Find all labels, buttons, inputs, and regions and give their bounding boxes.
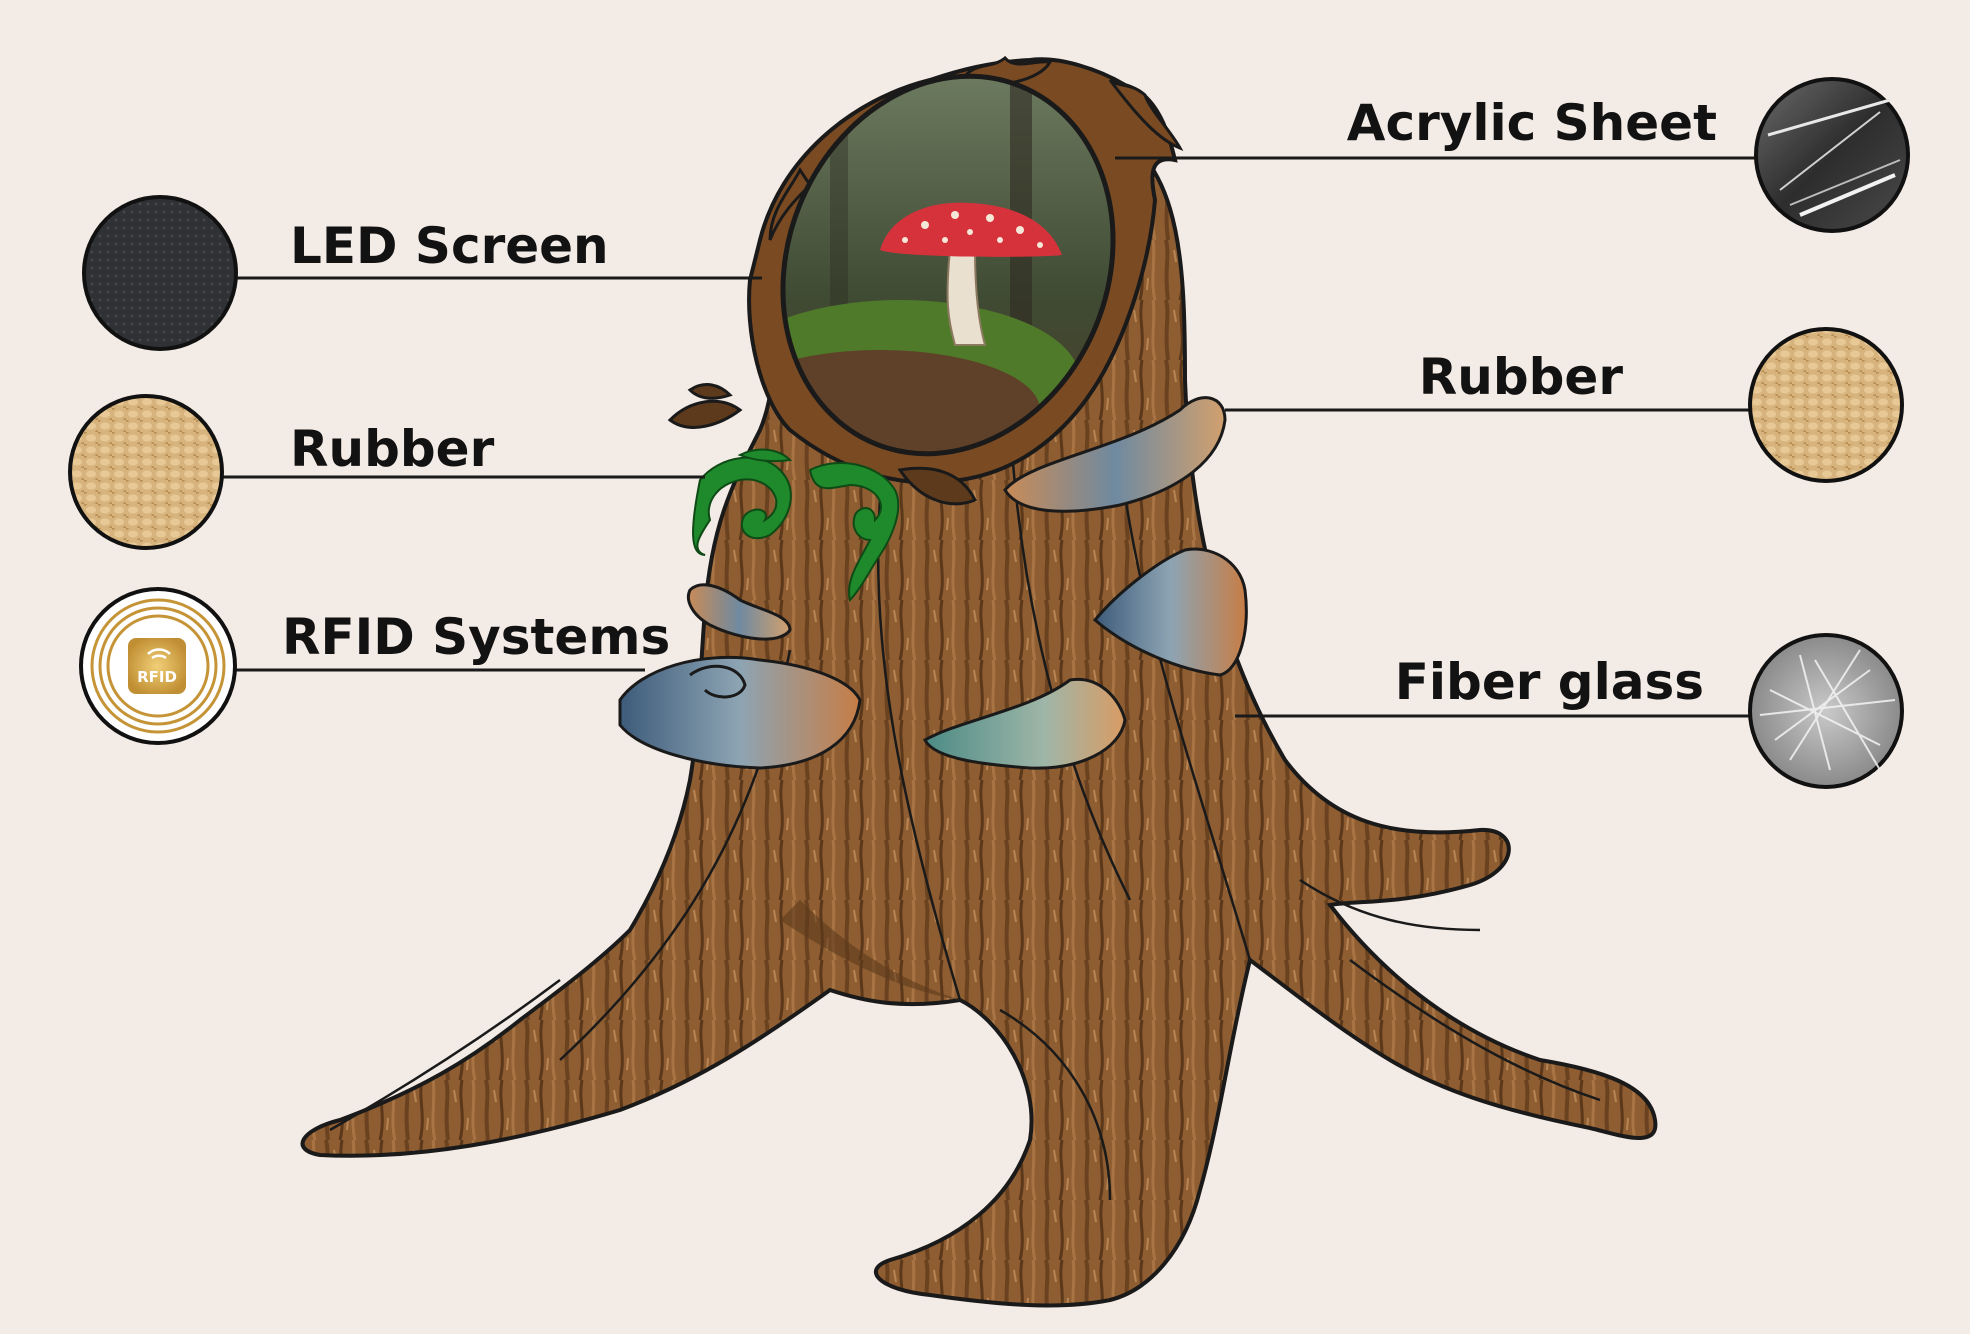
leaf-ornament xyxy=(692,448,900,602)
swatch-rfid: RFID xyxy=(79,587,237,745)
fungus-left-small xyxy=(686,583,792,641)
swatch-fiber-glass xyxy=(1748,633,1904,789)
swatch-rubber-left xyxy=(68,394,224,550)
bark-scales xyxy=(667,383,978,506)
fungus-right-top xyxy=(1003,396,1227,513)
swatch-led-screen xyxy=(82,195,238,351)
label-acrylic-sheet: Acrylic Sheet xyxy=(1346,94,1717,152)
mushroom xyxy=(880,202,1062,346)
led-screen-frame xyxy=(780,73,1116,457)
fungus-shelves xyxy=(618,396,1248,770)
fungus-right-mid xyxy=(1092,547,1248,677)
rfid-chip-text: RFID xyxy=(137,668,177,686)
label-led-screen: LED Screen xyxy=(290,217,609,275)
label-rubber-left: Rubber xyxy=(290,420,495,478)
stump-body xyxy=(300,112,1658,1308)
dark-roots xyxy=(780,900,960,1000)
swatch-acrylic xyxy=(1754,77,1910,233)
swatch-rubber-right xyxy=(1748,327,1904,483)
callout-lines xyxy=(222,156,1755,718)
label-fiber-glass: Fiber glass xyxy=(1394,653,1704,711)
fungus-left-big xyxy=(618,655,862,770)
fungus-center xyxy=(923,677,1127,770)
label-rfid-systems: RFID Systems xyxy=(282,608,671,666)
label-rubber-right: Rubber xyxy=(1418,348,1623,406)
rfid-chip-icon xyxy=(128,638,186,694)
